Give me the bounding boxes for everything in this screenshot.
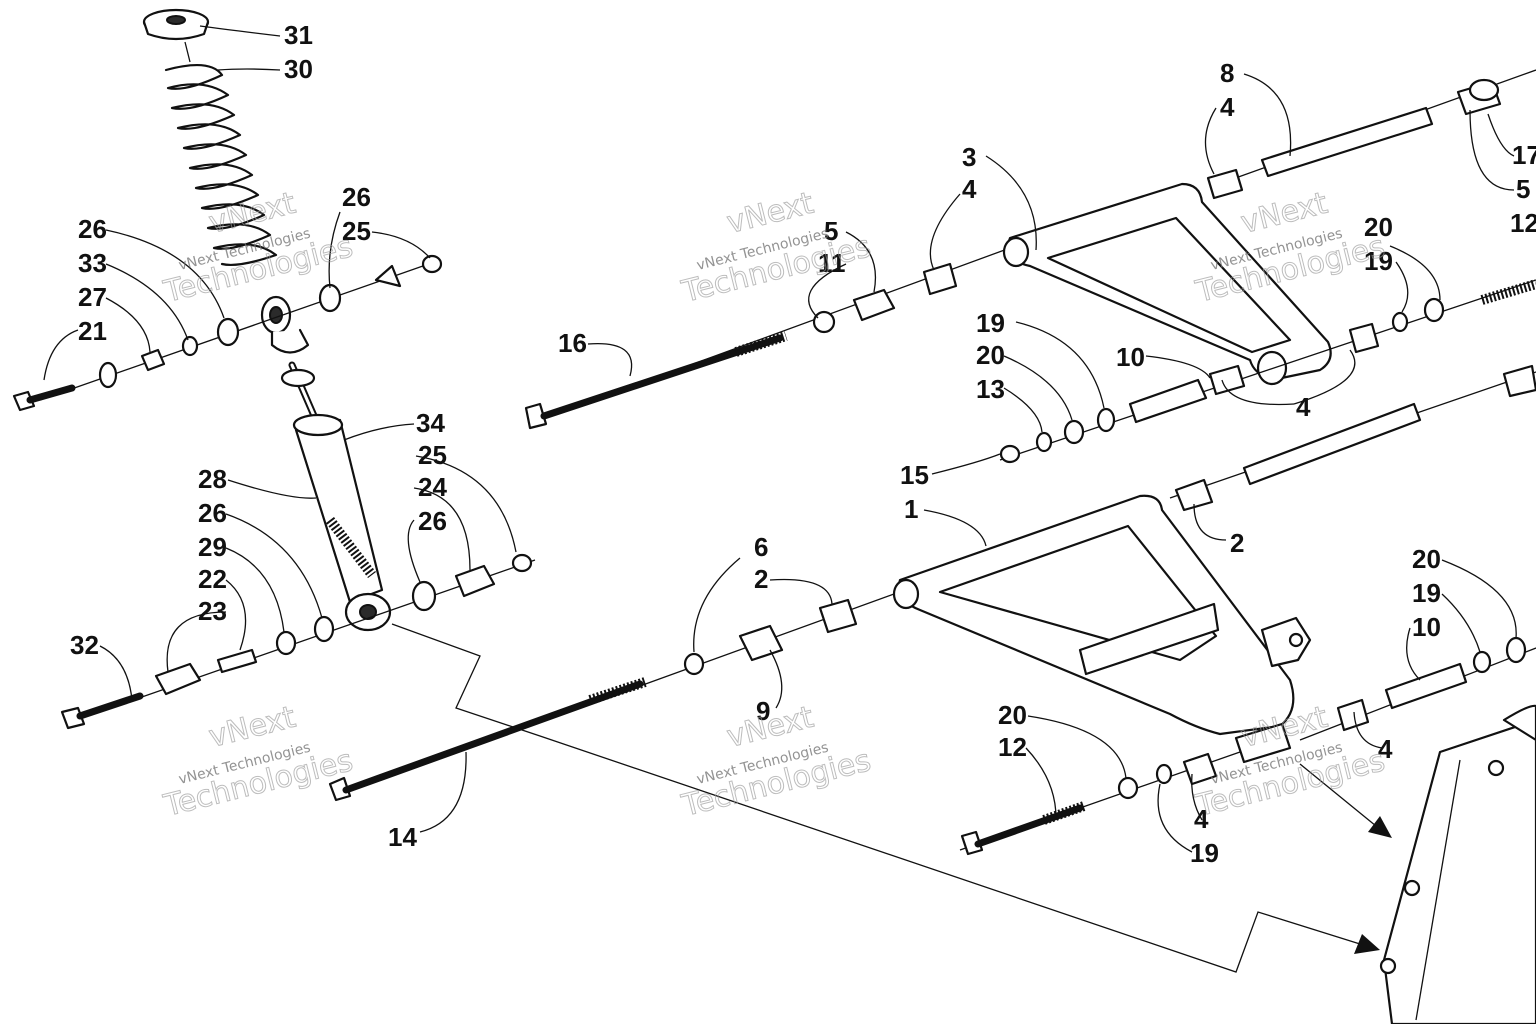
upper-arm-hardware: [524, 247, 1011, 430]
middle-arm-hardware: [999, 279, 1536, 464]
callout-4-pin: 4: [1220, 92, 1235, 122]
lower-shock-hardware: [60, 553, 536, 730]
callout-26-upper-right: 26: [342, 182, 371, 212]
lower-right-hardware: [1299, 636, 1536, 741]
callout-16: 16: [558, 328, 587, 358]
callout-19-bottom: 19: [1190, 838, 1219, 868]
callout-1: 1: [904, 494, 918, 524]
lower-arm-hardware: [639, 589, 906, 687]
callout-2-left: 2: [754, 564, 768, 594]
callout-21: 21: [78, 316, 107, 346]
callout-33: 33: [78, 248, 107, 278]
callout-11: 11: [818, 248, 846, 278]
callout-19-lower-right: 19: [1412, 578, 1441, 608]
callout-14: 14: [388, 822, 417, 852]
callout-27: 27: [78, 282, 107, 312]
watermark-2: vNext vNext Technologies Technologies: [677, 185, 874, 310]
pin-8: [1206, 69, 1536, 200]
callout-13: 13: [976, 374, 1005, 404]
callout-26-upper-left: 26: [78, 214, 107, 244]
callout-19-upper-right: 19: [1364, 246, 1393, 276]
callout-20-lower-right: 20: [1412, 544, 1441, 574]
callout-10-upper: 10: [1116, 342, 1145, 372]
callout-28: 28: [198, 464, 227, 494]
callout-19-middle: 19: [976, 308, 1005, 338]
callout-8: 8: [1220, 58, 1234, 88]
callout-23: 23: [198, 596, 227, 626]
callout-25-lower: 25: [418, 440, 447, 470]
callout-10-lower: 10: [1412, 612, 1441, 642]
watermark-4: vNext vNext Technologies Technologies: [159, 699, 356, 824]
coil-spring: [164, 63, 278, 267]
callout-5-right: 5: [1516, 174, 1530, 204]
leader-lines: [43, 25, 1517, 853]
spring-seat: [142, 8, 210, 41]
callout-5-upper: 5: [824, 216, 838, 246]
callout-4-middle: 4: [1296, 392, 1311, 422]
callout-30: 30: [284, 54, 313, 84]
callout-26-lower-right: 26: [418, 506, 447, 536]
chassis-frame: [1379, 704, 1536, 1024]
callout-25-upper: 25: [342, 216, 371, 246]
callout-24: 24: [418, 472, 447, 502]
callout-31: 31: [284, 20, 313, 50]
callout-20-bottom: 20: [998, 700, 1027, 730]
routing-arrows: [391, 623, 1392, 973]
callout-4-lower-right: 4: [1378, 734, 1393, 764]
callout-4-bottom: 4: [1194, 804, 1209, 834]
callout-9: 9: [756, 696, 770, 726]
callout-26-lower-left: 26: [198, 498, 227, 528]
callout-4-upper-arm: 4: [962, 174, 977, 204]
callout-12-right: 12: [1510, 208, 1536, 238]
callout-32: 32: [70, 630, 99, 660]
callout-17: 17: [1512, 140, 1536, 170]
watermark-5: vNext vNext Technologies Technologies: [677, 699, 874, 824]
shock-assembly: [142, 8, 392, 632]
callout-6: 6: [754, 532, 768, 562]
lower-pin-line: [1169, 364, 1536, 512]
callout-3: 3: [962, 142, 976, 172]
callout-34: 34: [416, 408, 445, 438]
lower-a-arm: [892, 494, 1312, 764]
callout-2-right: 2: [1230, 528, 1244, 558]
callout-20-upper-right: 20: [1364, 212, 1393, 242]
callout-20-middle: 20: [976, 340, 1005, 370]
callout-22: 22: [198, 564, 227, 594]
callout-29: 29: [198, 532, 227, 562]
callout-labels: 31 30 26 25 26 33 27 21 34 28 25 26 24 2…: [70, 20, 1536, 868]
long-bolt-14: [328, 677, 647, 802]
upper-shock-hardware: [12, 254, 443, 412]
callout-12-bottom: 12: [998, 732, 1027, 762]
callout-15: 15: [900, 460, 929, 490]
